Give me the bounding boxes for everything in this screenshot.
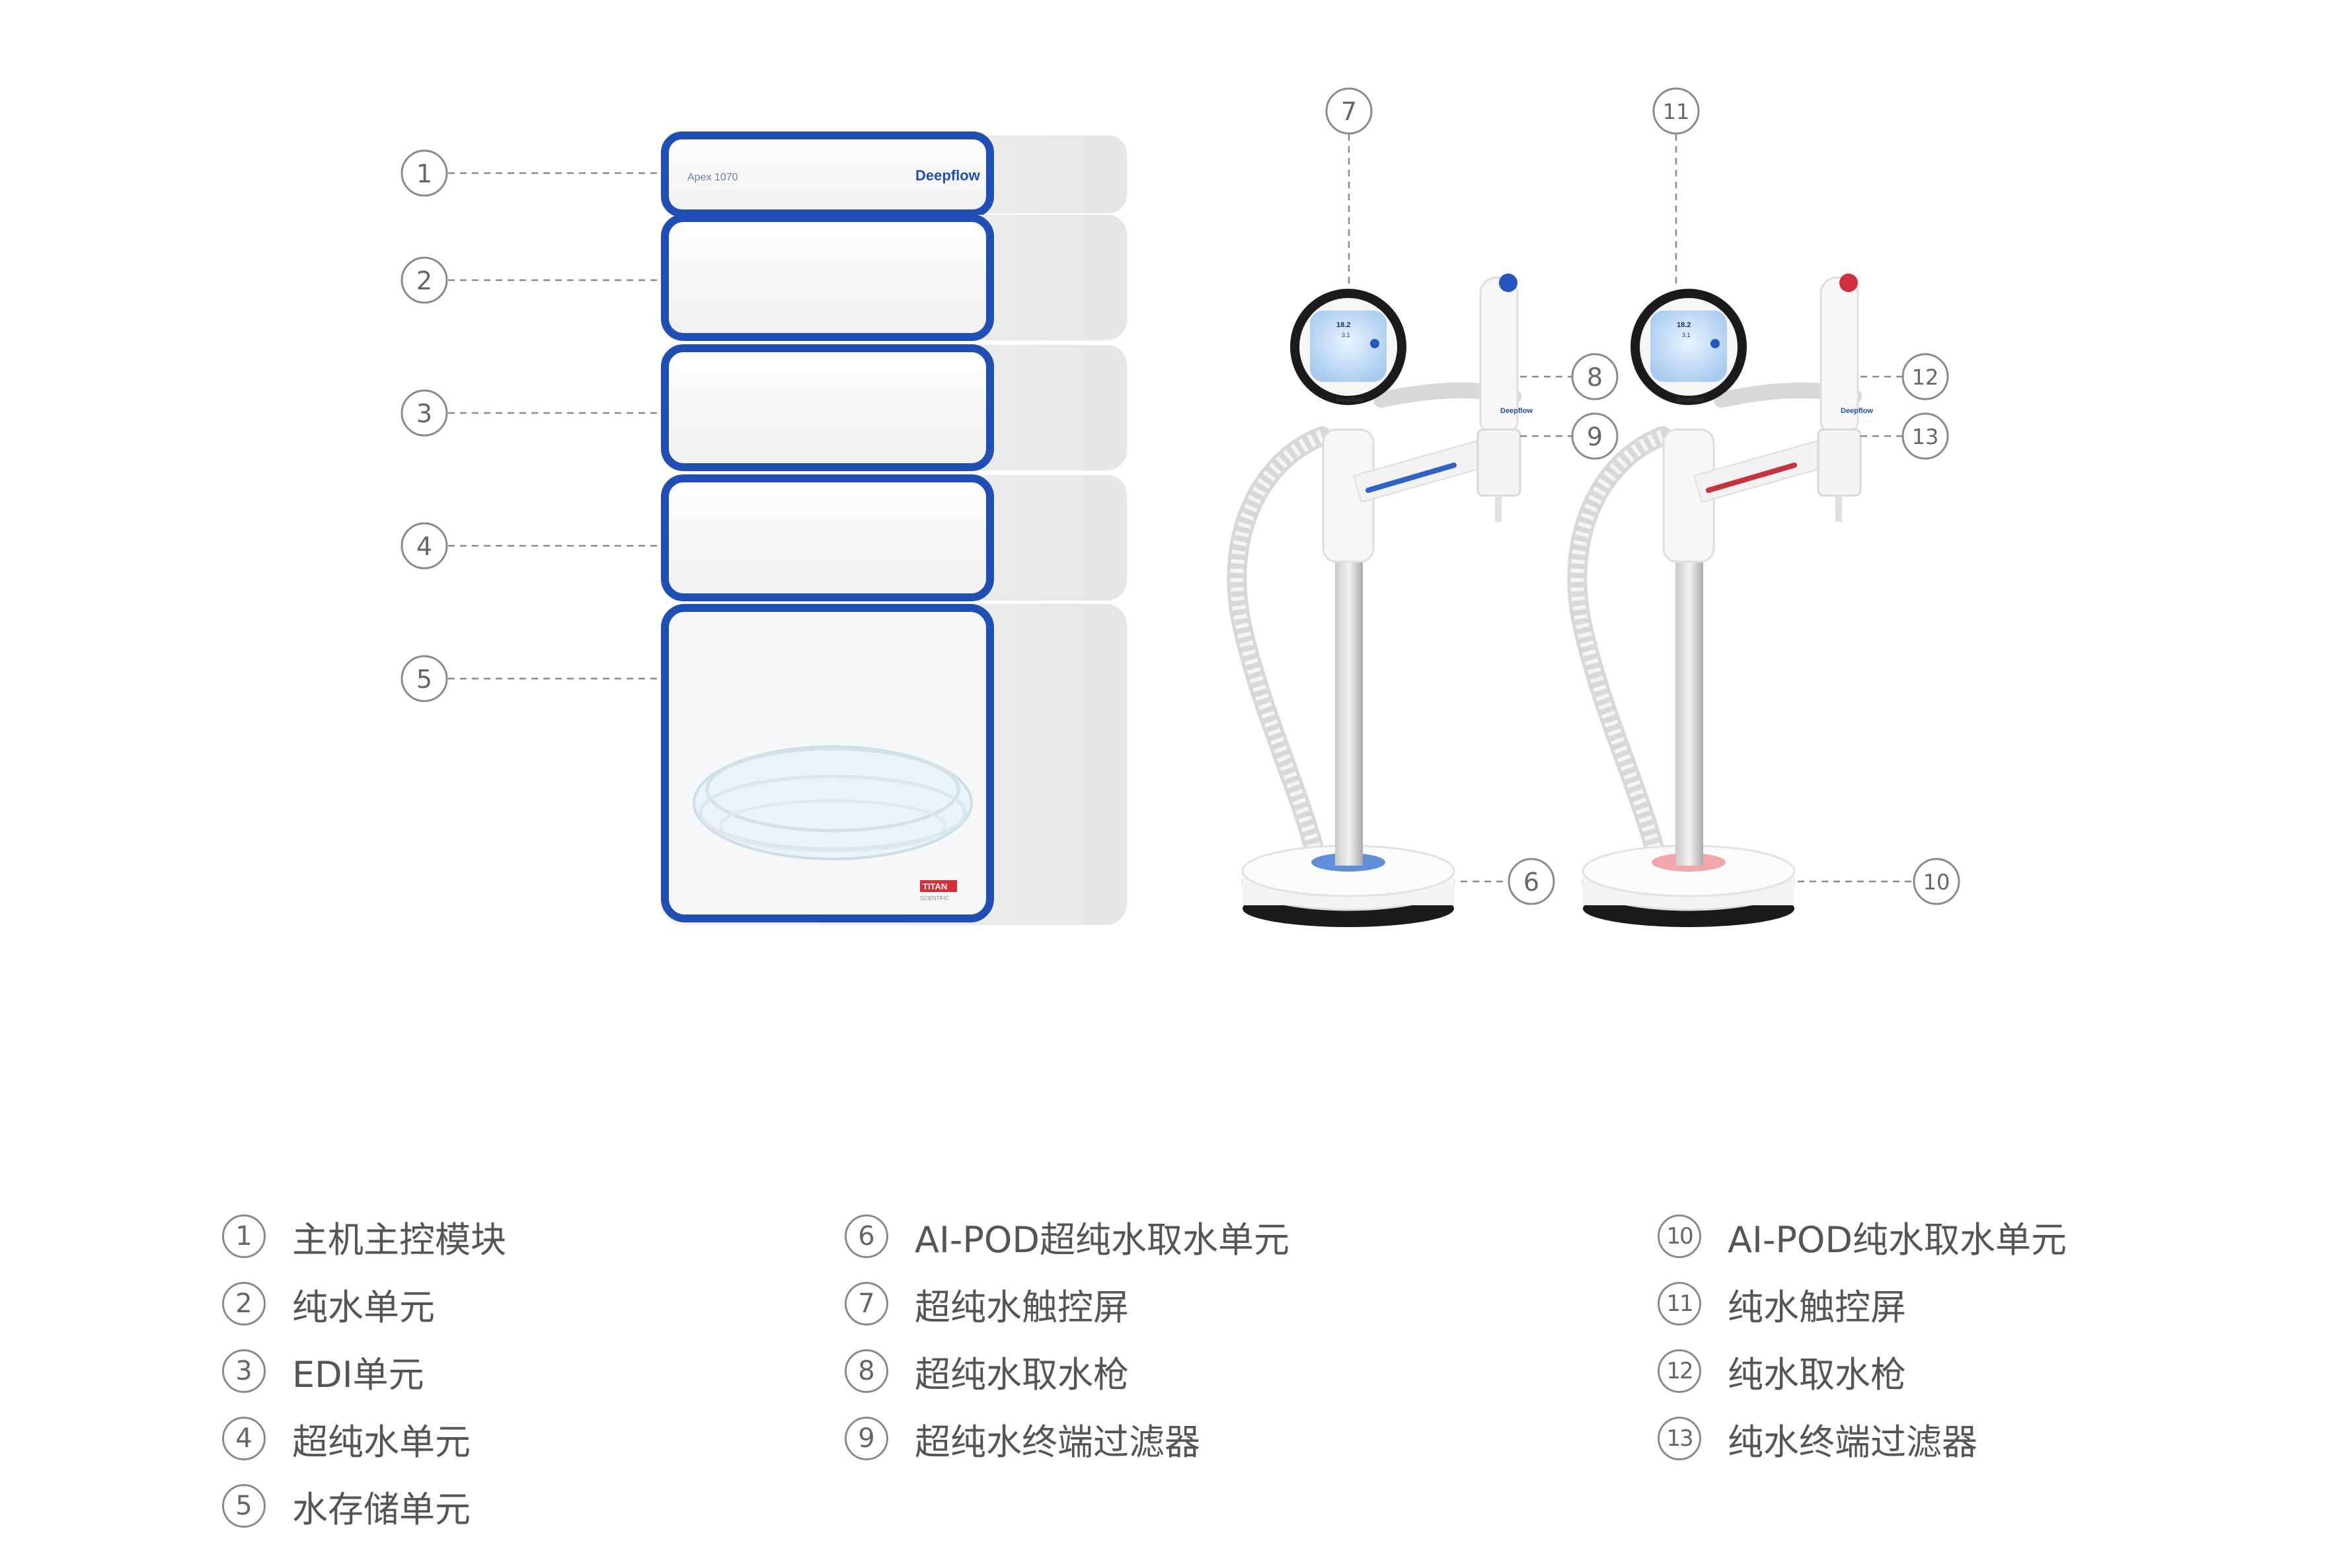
unit-brand-logo: Deepflow: [915, 167, 981, 184]
callout-2: 2: [401, 256, 448, 304]
callout-12: 12: [1901, 353, 1949, 400]
legend-column-1: 1 主机主控模块 2 纯水单元 3 EDI单元 4 超纯水单元 5 水存储单元: [222, 1203, 506, 1540]
legend-number: 9: [845, 1417, 888, 1460]
leader-lines: [448, 134, 1913, 883]
legend-number: 11: [1658, 1282, 1701, 1325]
callout-3-label: 3: [416, 399, 432, 428]
legend-number: 3: [222, 1349, 266, 1393]
module-main-control: Apex 1070 Deepflow: [661, 131, 1127, 217]
pod1-brand-text: Deepflow: [1500, 407, 1533, 415]
callout-11: 11: [1652, 87, 1700, 135]
legend-label: 超纯水触控屏: [915, 1286, 1129, 1328]
callout-1-label: 1: [416, 159, 432, 188]
pod2-screen-brand: Deepflow: [1677, 396, 1704, 403]
callout-12-label: 12: [1912, 365, 1939, 390]
legend-item: 7 超纯水触控屏: [845, 1270, 1289, 1337]
callout-9-label: 9: [1587, 422, 1603, 451]
legend-label: 超纯水终端过滤器: [915, 1421, 1200, 1463]
legend-number: 13: [1658, 1417, 1701, 1460]
titan-badge-text: TITAN: [923, 881, 947, 891]
module-water-storage: TITAN SCIENTIFIC: [661, 604, 1127, 925]
legend-number: 10: [1658, 1214, 1701, 1258]
legend-item: 13 纯水终端过滤器: [1658, 1405, 2067, 1472]
legend-label: EDI单元: [292, 1353, 424, 1396]
callout-3: 3: [401, 389, 448, 437]
callout-4: 4: [401, 522, 448, 570]
ai-pod-ultrapure: Deepflow 18.2 3.1 Deepflow: [1227, 274, 1533, 927]
callout-10: 10: [1913, 858, 1960, 905]
callout-8: 8: [1571, 353, 1619, 400]
legend-item: 10 AI-POD纯水取水单元: [1658, 1203, 2067, 1270]
legend-number: 12: [1658, 1349, 1701, 1393]
module-edi: [661, 344, 1127, 471]
titan-badge-subtext: SCIENTIFIC: [920, 895, 950, 901]
legend-label: AI-POD纯水取水单元: [1728, 1218, 2067, 1261]
callout-4-label: 4: [416, 532, 432, 561]
legend-item: 12 纯水取水枪: [1658, 1337, 2067, 1405]
legend-label: 超纯水取水枪: [915, 1353, 1129, 1396]
legend-number: 7: [845, 1282, 888, 1325]
legend-item: 9 超纯水终端过滤器: [845, 1405, 1289, 1472]
titan-badge: TITAN SCIENTIFIC: [920, 880, 957, 901]
legend-item: 11 纯水触控屏: [1658, 1270, 2067, 1337]
legend-number: 8: [845, 1349, 888, 1393]
module-pure-water: [661, 214, 1127, 341]
legend-number: 6: [845, 1214, 888, 1258]
unit-model-text: Apex 1070: [687, 172, 738, 183]
callout-2-label: 2: [416, 266, 432, 295]
legend-item: 1 主机主控模块: [222, 1203, 506, 1270]
legend-item: 6 AI-POD超纯水取水单元: [845, 1203, 1289, 1270]
callout-6-label: 6: [1523, 868, 1539, 897]
callout-9: 9: [1571, 412, 1619, 460]
callout-8-label: 8: [1587, 363, 1603, 392]
legend-item: 5 水存储单元: [222, 1472, 506, 1540]
legend-item: 8 超纯水取水枪: [845, 1337, 1289, 1405]
pod1-screen-brand: Deepflow: [1336, 396, 1363, 403]
legend-item: 4 超纯水单元: [222, 1405, 506, 1472]
pod2-brand-text: Deepflow: [1841, 407, 1873, 415]
legend-number: 1: [222, 1214, 266, 1258]
water-bag: [693, 745, 973, 860]
legend-number: 2: [222, 1282, 266, 1325]
legend-label: 超纯水单元: [292, 1421, 471, 1463]
callout-5-label: 5: [416, 665, 432, 694]
legend-label: 主机主控模块: [292, 1218, 506, 1261]
legend-column-2: 6 AI-POD超纯水取水单元 7 超纯水触控屏 8 超纯水取水枪 9 超纯水终…: [845, 1203, 1289, 1472]
legend-label: AI-POD超纯水取水单元: [915, 1218, 1289, 1261]
ai-pod-pure: Deepflow 18.2 3.1 Deepflow: [1567, 274, 1873, 927]
legend-label: 纯水终端过滤器: [1728, 1421, 1977, 1463]
callout-13: 13: [1901, 412, 1949, 460]
callout-13-label: 13: [1912, 424, 1939, 449]
callout-7-label: 7: [1341, 97, 1357, 126]
legend-label: 纯水触控屏: [1728, 1286, 1906, 1328]
pod1-screen-value-2: 3.1: [1342, 332, 1350, 338]
legend-label: 纯水取水枪: [1728, 1353, 1906, 1396]
pod1-screen-value-1: 18.2: [1336, 321, 1350, 329]
legend-number: 4: [222, 1417, 266, 1460]
callout-11-label: 11: [1663, 99, 1690, 124]
callout-7: 7: [1325, 87, 1373, 135]
callout-6: 6: [1508, 858, 1555, 905]
pod2-screen-value-1: 18.2: [1677, 321, 1691, 329]
callout-markers: 1 2 3 4 5 6 7 8: [401, 87, 1960, 905]
callout-5: 5: [401, 655, 448, 702]
legend-item: 2 纯水单元: [222, 1270, 506, 1337]
pod2-screen-value-2: 3.1: [1682, 332, 1691, 338]
main-unit: Apex 1070 Deepflow: [661, 131, 1127, 925]
callout-10-label: 10: [1923, 870, 1950, 895]
product-diagram: Apex 1070 Deepflow: [401, 87, 1960, 927]
legend-item: 3 EDI单元: [222, 1337, 506, 1405]
legend-label: 水存储单元: [292, 1488, 471, 1530]
module-ultrapure: [661, 474, 1127, 601]
legend-number: 5: [222, 1484, 266, 1528]
legend-label: 纯水单元: [292, 1286, 435, 1328]
legend-column-3: 10 AI-POD纯水取水单元 11 纯水触控屏 12 纯水取水枪 13 纯水终…: [1658, 1203, 2067, 1472]
callout-1: 1: [401, 149, 448, 197]
